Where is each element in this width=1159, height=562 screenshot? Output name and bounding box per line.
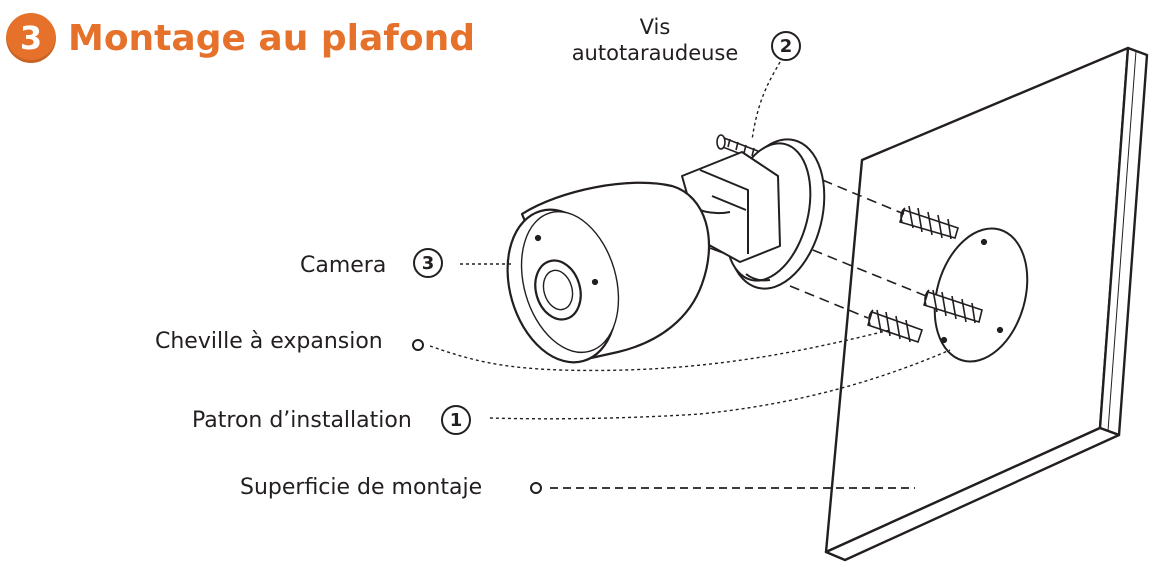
camera-label: Camera bbox=[300, 253, 387, 278]
wall-anchor-top bbox=[898, 205, 959, 240]
mounting-base bbox=[681, 138, 826, 290]
leader-lines bbox=[429, 61, 951, 420]
callout-number-3: 3 bbox=[413, 248, 443, 278]
callout-number-1: 1 bbox=[441, 405, 471, 435]
section-title: Montage au plafond bbox=[68, 17, 476, 59]
cheville-marker bbox=[412, 339, 424, 351]
callout-number-2: 2 bbox=[771, 31, 801, 61]
vis-label-line1: Vis bbox=[639, 15, 671, 39]
step-number-badge: 3 bbox=[6, 13, 56, 63]
camera-body bbox=[506, 181, 710, 364]
superficie-marker bbox=[530, 482, 542, 494]
cheville-label: Cheville à expansion bbox=[155, 329, 383, 354]
vis-label: Vis autotaraudeuse bbox=[570, 14, 740, 67]
wall-anchor-bottom bbox=[867, 309, 924, 344]
superficie-label: Superficie de montaje bbox=[240, 475, 483, 500]
patron-label: Patron d’installation bbox=[192, 408, 412, 433]
wall-anchor-middle bbox=[923, 289, 983, 324]
vis-label-line2: autotaraudeuse bbox=[571, 41, 739, 66]
installation-template bbox=[933, 227, 1029, 363]
section-header: 3 Montage au plafond bbox=[6, 10, 475, 66]
